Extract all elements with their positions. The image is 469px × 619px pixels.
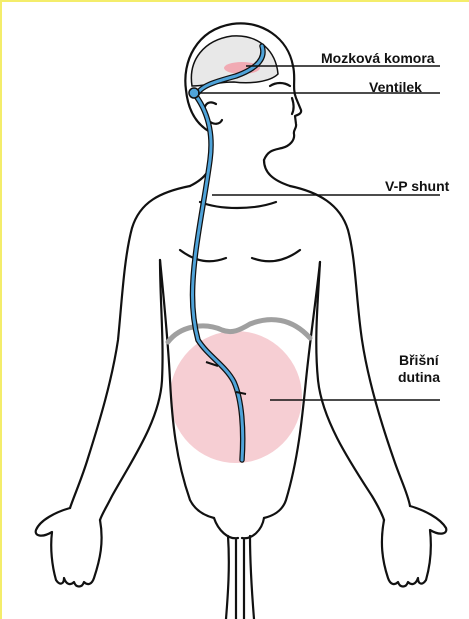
abdominal-cavity bbox=[170, 331, 302, 463]
nose-line bbox=[292, 98, 294, 114]
eye-line bbox=[270, 83, 290, 86]
label-valve: Ventilek bbox=[369, 79, 422, 95]
torso-right bbox=[290, 186, 410, 506]
groin-right bbox=[242, 518, 264, 538]
label-ventricle: Mozková komora bbox=[321, 50, 435, 66]
right-hand bbox=[382, 506, 446, 587]
right-arm-inner bbox=[316, 262, 384, 520]
left-hand bbox=[36, 508, 102, 587]
body-outline bbox=[36, 23, 447, 619]
collar-line bbox=[200, 202, 276, 208]
label-abdomen-line1: Břišní bbox=[399, 352, 439, 368]
leg-right bbox=[250, 536, 254, 619]
valve-marker bbox=[189, 88, 199, 98]
left-arm-inner bbox=[100, 260, 163, 520]
chest-right bbox=[252, 250, 300, 261]
chest-left bbox=[180, 250, 226, 261]
label-abdomen-line2: dutina bbox=[398, 369, 440, 385]
groin-left bbox=[214, 518, 238, 538]
label-vp-shunt: V-P shunt bbox=[385, 178, 449, 194]
torso-left bbox=[70, 186, 190, 508]
neck-right bbox=[264, 160, 290, 186]
leg-left bbox=[226, 536, 229, 619]
